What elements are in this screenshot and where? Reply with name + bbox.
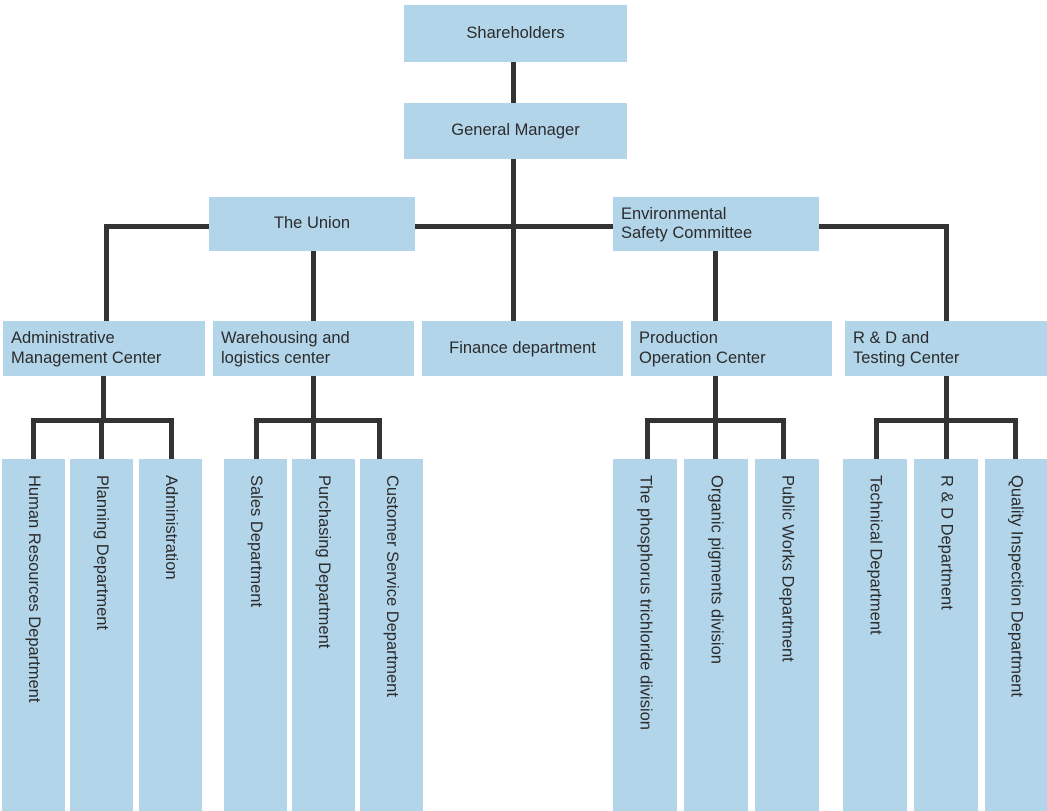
node-shareholders-label: Shareholders [466, 23, 565, 42]
connector-union-to-warehousing [311, 250, 316, 321]
node-sales-department[interactable]: Sales Department [224, 459, 287, 811]
node-administration-label: Administration [161, 475, 180, 580]
node-customer-service-department-label: Customer Service Department [382, 475, 401, 697]
connector-rd-center-stem [944, 375, 949, 420]
node-general-manager[interactable]: General Manager [404, 103, 627, 159]
node-rd-testing-center[interactable]: R & D and Testing Center [845, 321, 1047, 376]
node-organic-pigments-division-label: Organic pigments division [707, 475, 726, 664]
node-environmental-safety-committee-label: Environmental Safety Committee [621, 204, 753, 242]
connector-rd-to-rd-department [944, 418, 949, 460]
connector-admin-center-stem [101, 375, 106, 420]
node-shareholders[interactable]: Shareholders [404, 5, 627, 62]
connector-general-manager-down [511, 158, 516, 321]
node-the-union[interactable]: The Union [209, 197, 415, 251]
connector-warehousing-to-customer-service [377, 418, 382, 460]
node-planning-department[interactable]: Planning Department [70, 459, 133, 811]
node-the-union-label: The Union [273, 214, 351, 233]
connector-production-stem [713, 375, 718, 420]
connector-warehousing-bus [254, 418, 382, 423]
connector-shareholders-to-general-manager [511, 62, 516, 104]
node-human-resources-department-label: Human Resources Department [24, 475, 43, 703]
connector-production-to-public-works [781, 418, 786, 460]
node-production-operation-center[interactable]: Production Operation Center [631, 321, 832, 376]
connector-bus-to-rd-testing-center [944, 224, 949, 321]
connector-warehousing-stem [311, 375, 316, 420]
connector-bus-to-administrative-center [104, 224, 109, 321]
node-human-resources-department[interactable]: Human Resources Department [2, 459, 65, 811]
node-rd-department-label: R & D Department [937, 475, 956, 610]
node-phosphorus-trichloride-division-label: The phosphorus trichloride division [636, 475, 655, 730]
node-customer-service-department[interactable]: Customer Service Department [360, 459, 423, 811]
connector-admin-to-administration [169, 418, 174, 460]
connector-rd-to-technical [874, 418, 879, 460]
connector-production-to-phosphorus [645, 418, 650, 460]
node-purchasing-department[interactable]: Purchasing Department [292, 459, 355, 811]
node-finance-department[interactable]: Finance department [422, 321, 623, 376]
node-technical-department-label: Technical Department [866, 475, 885, 635]
node-warehousing-logistics-center[interactable]: Warehousing and logistics center [213, 321, 414, 376]
node-rd-department[interactable]: R & D Department [914, 459, 978, 811]
node-finance-department-label: Finance department [449, 338, 596, 357]
node-general-manager-label: General Manager [451, 121, 580, 140]
connector-admin-to-planning [99, 418, 104, 460]
node-technical-department[interactable]: Technical Department [843, 459, 907, 811]
node-quality-inspection-department-label: Quality Inspection Department [1007, 475, 1026, 697]
node-administration[interactable]: Administration [139, 459, 202, 811]
connector-production-to-organic-pigments [713, 418, 718, 460]
connector-level2-bus [104, 224, 949, 229]
node-administrative-management-center-label: Administrative Management Center [11, 329, 162, 367]
connector-esc-to-production-center [713, 250, 718, 321]
node-public-works-department-label: Public Works Department [778, 475, 797, 662]
node-quality-inspection-department[interactable]: Quality Inspection Department [985, 459, 1047, 811]
node-planning-department-label: Planning Department [92, 475, 111, 631]
node-sales-department-label: Sales Department [246, 475, 265, 608]
connector-warehousing-to-purchasing [311, 418, 316, 460]
node-administrative-management-center[interactable]: Administrative Management Center [3, 321, 205, 376]
node-production-operation-center-label: Production Operation Center [639, 329, 766, 367]
node-warehousing-logistics-center-label: Warehousing and logistics center [221, 329, 350, 367]
connector-warehousing-to-sales [254, 418, 259, 460]
node-purchasing-department-label: Purchasing Department [314, 475, 333, 649]
node-organic-pigments-division[interactable]: Organic pigments division [684, 459, 748, 811]
node-environmental-safety-committee[interactable]: Environmental Safety Committee [613, 197, 819, 251]
node-public-works-department[interactable]: Public Works Department [755, 459, 819, 811]
node-rd-testing-center-label: R & D and Testing Center [853, 329, 960, 367]
connector-admin-to-human-resources [31, 418, 36, 460]
connector-rd-to-quality-inspection [1013, 418, 1018, 460]
node-phosphorus-trichloride-division[interactable]: The phosphorus trichloride division [613, 459, 677, 811]
